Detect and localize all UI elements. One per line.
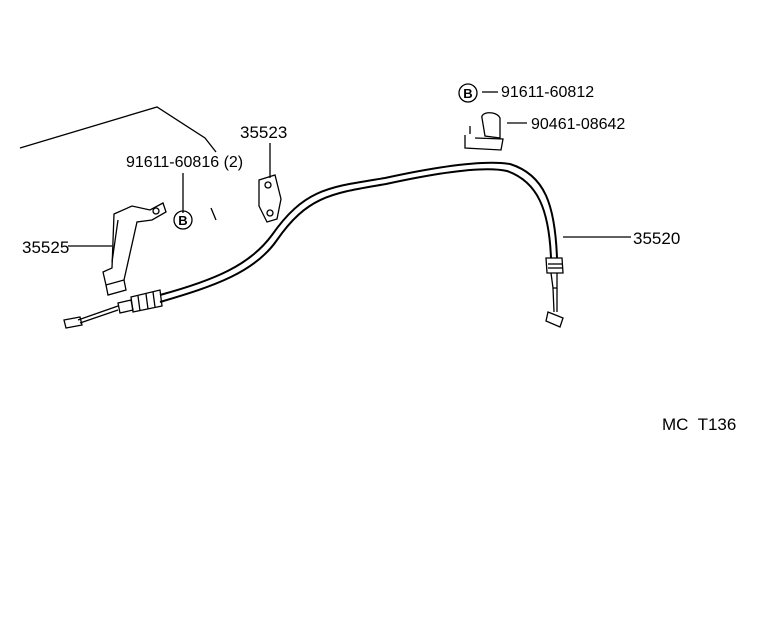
clip-35523 <box>258 174 282 223</box>
part-label-35520: 35520 <box>633 229 680 248</box>
part-label-91611-60816: 91611-60816 (2) <box>126 154 243 171</box>
b-marker-left: B <box>173 210 193 230</box>
b-marker-right-label: B <box>463 86 472 101</box>
body-panel-outline <box>19 106 217 221</box>
part-label-90461-08642: 90461-08642 <box>531 116 625 133</box>
part-label-35525: 35525 <box>22 238 69 257</box>
control-cable <box>63 161 564 329</box>
diagram-code: MC T136 <box>662 415 736 434</box>
b-marker-right: B <box>458 83 478 103</box>
part-label-35523: 35523 <box>240 123 287 142</box>
bracket-clamp <box>464 112 504 151</box>
bracket-35525 <box>102 202 167 296</box>
b-marker-left-label: B <box>178 213 187 228</box>
leader-lines <box>68 91 631 247</box>
part-label-91611-60812: 91611-60812 <box>501 84 594 101</box>
